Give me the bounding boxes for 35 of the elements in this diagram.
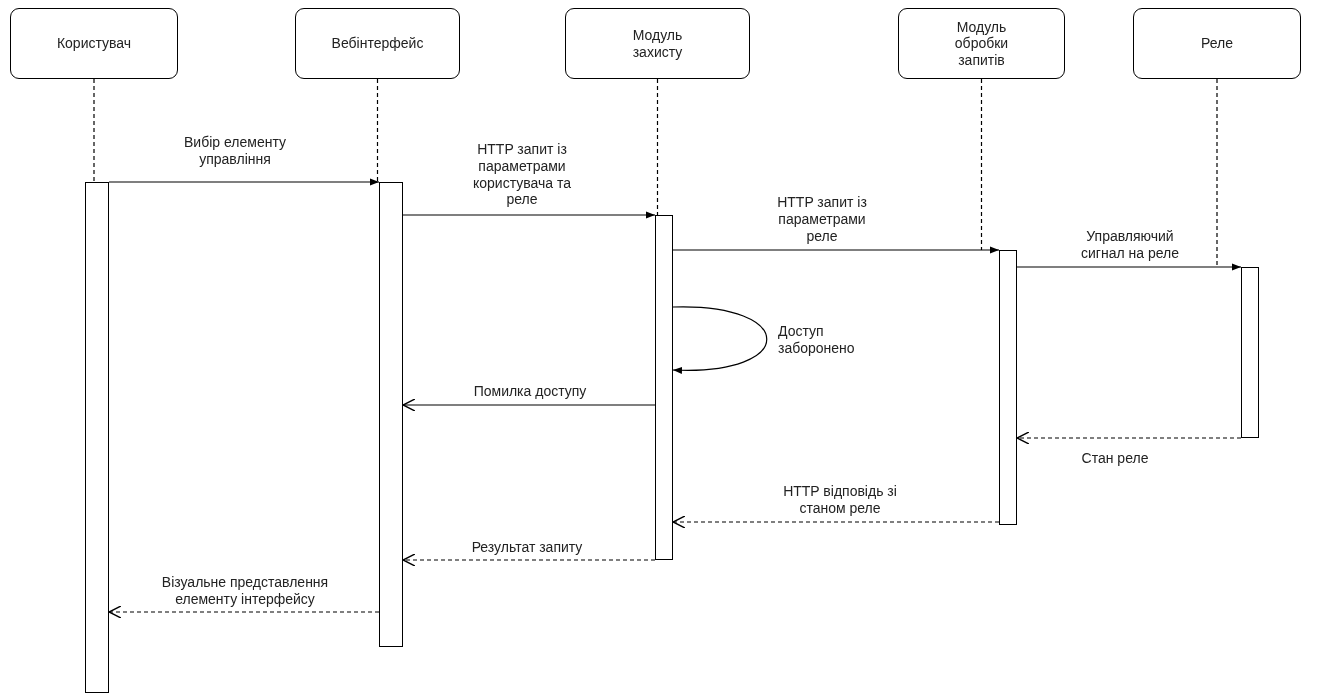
edge-label: Помилка доступу (472, 383, 588, 400)
activation-bar (1241, 267, 1259, 438)
activation-bar (379, 182, 403, 647)
edge-label: Стан реле (1080, 450, 1150, 467)
lifeline (93, 78, 95, 183)
edge-label: Результат запиту (470, 539, 584, 556)
edge-label: HTTP запит із параметрами реле (776, 193, 868, 244)
edge-label: Візуальне представлення елементу інтерфейсу (160, 574, 330, 608)
activation-bar (999, 250, 1017, 525)
participant-box: Користувач (10, 8, 178, 79)
edge-label: Управляючий сигнал на реле (1080, 228, 1180, 262)
return-arrow (672, 515, 1000, 529)
participant-box: Вебінтерфейс (295, 8, 460, 79)
return-arrow (1016, 431, 1242, 445)
edge-label: Вибір елементу управління (183, 134, 287, 168)
lifeline (656, 78, 659, 216)
return-arrow (108, 605, 380, 619)
self-message-arrow (672, 306, 768, 374)
message-arrow (402, 211, 656, 219)
lifeline (376, 78, 379, 183)
activation-bar (85, 182, 109, 693)
lifeline (1216, 78, 1218, 268)
edge-label: HTTP відповідь зі станом реле (782, 483, 898, 517)
participant-box: Модуль захисту (565, 8, 750, 79)
message-arrow (672, 246, 1000, 254)
lifeline (980, 78, 983, 251)
participant-box: Реле (1133, 8, 1301, 79)
message-arrow (108, 178, 380, 186)
edge-label: HTTP запит із параметрами користувача та реле (472, 140, 572, 208)
message-arrow (1016, 263, 1242, 271)
activation-bar (655, 215, 673, 560)
message-arrow (402, 398, 656, 412)
return-arrow (402, 553, 656, 567)
edge-label: Доступ заборонено (778, 323, 856, 357)
participant-box: Модуль обробки запитів (898, 8, 1065, 79)
